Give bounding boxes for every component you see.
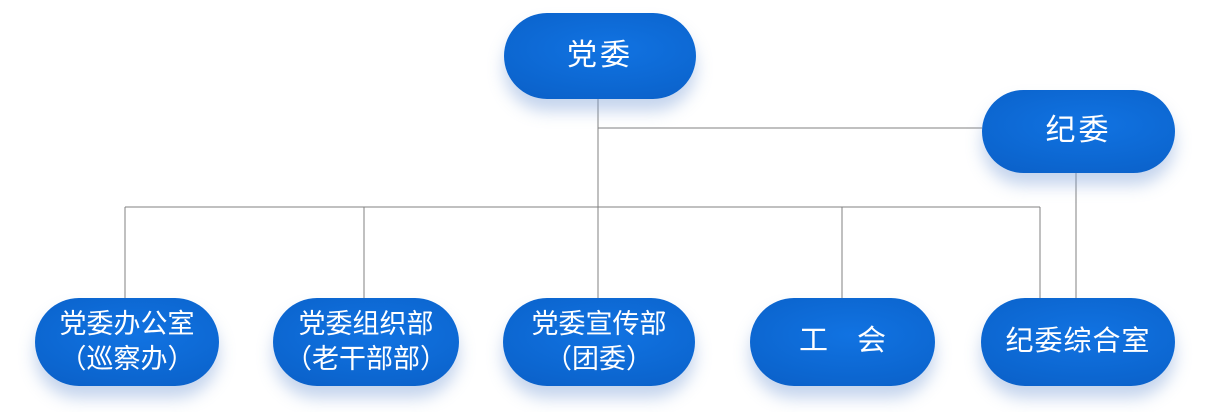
node-dangwei-xuanchuanbu-line2: （团委） xyxy=(545,344,653,374)
node-jiwei-zongheshi-label: 纪委综合室 xyxy=(1005,326,1151,358)
node-dangwei-xuanchuanbu-line1: 党委宣传部 xyxy=(531,309,667,340)
node-jiwei: 纪委 xyxy=(982,90,1175,173)
node-jiwei-zongheshi: 纪委综合室 xyxy=(981,298,1175,386)
node-dangwei-zuzhibu-line2: （老干部部） xyxy=(285,344,447,374)
node-dangwei-bangongshi: 党委办公室 （巡察办） xyxy=(35,298,219,386)
node-gonghui: 工 会 xyxy=(750,298,935,386)
node-dangwei: 党委 xyxy=(504,13,696,99)
node-dangwei-xuanchuanbu: 党委宣传部 （团委） xyxy=(503,298,695,386)
node-gonghui-label: 工 会 xyxy=(798,325,886,358)
node-jiwei-label: 纪委 xyxy=(1045,114,1112,148)
node-dangwei-zuzhibu: 党委组织部 （老干部部） xyxy=(273,298,459,386)
node-dangwei-bangongshi-line1: 党委办公室 xyxy=(59,309,195,340)
node-dangwei-zuzhibu-line1: 党委组织部 xyxy=(298,309,434,340)
node-dangwei-bangongshi-line2: （巡察办） xyxy=(59,344,195,374)
node-dangwei-label: 党委 xyxy=(567,38,633,72)
